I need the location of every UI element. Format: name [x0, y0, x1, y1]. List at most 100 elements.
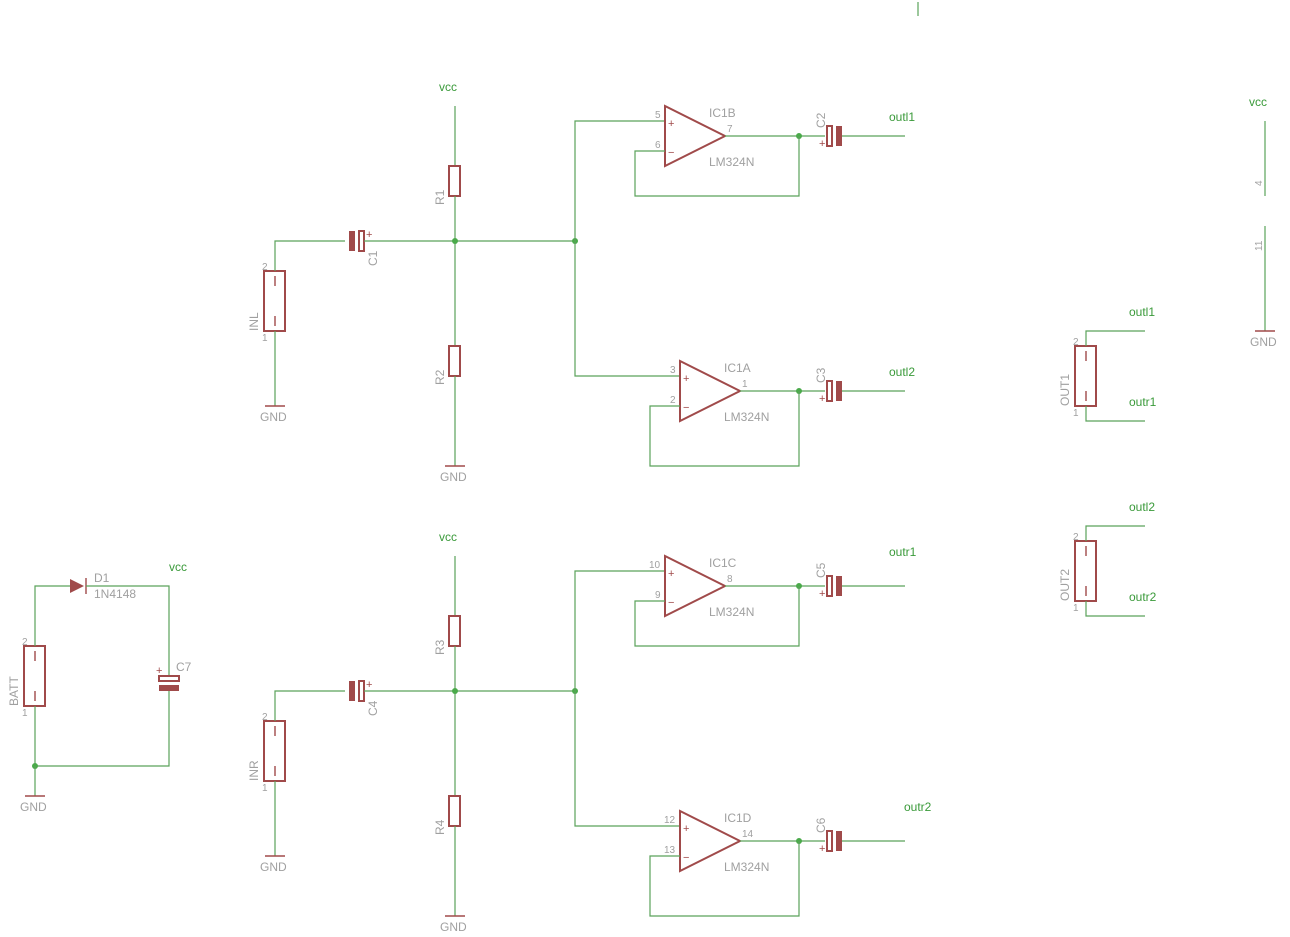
output-connectors: 2 1 OUT1 outl1 outr1 2 1 OUT2 outl2 outr… — [1058, 305, 1157, 617]
opamp-ic1a[interactable] — [679, 359, 743, 423]
capacitor-c6[interactable] — [836, 831, 842, 851]
input-plus: + — [668, 568, 674, 580]
junction-dot — [452, 688, 458, 694]
pin-number: 1 — [262, 333, 268, 344]
capacitor-c3[interactable] — [836, 381, 842, 401]
capacitor-c7-plate — [158, 675, 180, 682]
capacitor-c1[interactable] — [349, 231, 355, 251]
pin-number: 1 — [262, 783, 268, 794]
wire — [1085, 406, 1145, 422]
r3-label: R3 — [433, 639, 447, 655]
ic1b-ref: IC1B — [709, 106, 736, 120]
input-plus: + — [668, 118, 674, 130]
gnd-label: GND — [260, 860, 287, 874]
d1-ref: D1 — [94, 571, 110, 585]
gnd-label: GND — [20, 800, 47, 814]
polarity-plus: + — [156, 665, 162, 677]
opamp-ic1c[interactable] — [664, 554, 728, 618]
r2-label: R2 — [433, 369, 447, 385]
net-outr1: outr1 — [889, 545, 917, 559]
wire — [649, 391, 800, 467]
vcc-label: vcc — [439, 80, 457, 94]
capacitor-c5-plate — [826, 575, 833, 597]
net-outr2: outr2 — [1129, 590, 1157, 604]
wire — [274, 690, 345, 721]
vcc-label: vcc — [169, 560, 187, 574]
c6-label: C6 — [814, 817, 828, 833]
r1-label: R1 — [433, 189, 447, 205]
input-minus: − — [668, 147, 674, 159]
capacitor-c4-plate — [358, 680, 365, 702]
net-outl2: outl2 — [1129, 500, 1155, 514]
vcc-label: vcc — [1249, 95, 1267, 109]
pin-number: 1 — [1073, 408, 1079, 419]
c7-label: C7 — [176, 660, 192, 674]
pin-number: 9 — [655, 590, 661, 601]
out1-label: OUT1 — [1058, 374, 1072, 406]
resistor-r4[interactable] — [448, 795, 461, 827]
polarity-plus: + — [819, 393, 825, 405]
battery-section: 2 1 BATT D1 1N4148 vcc + C7 GND — [7, 560, 192, 814]
c2-label: C2 — [814, 112, 828, 128]
pin-number: 7 — [727, 124, 733, 135]
pin-number: 1 — [22, 708, 28, 719]
pin-number: 2 — [262, 262, 268, 273]
wire — [1085, 601, 1145, 617]
inr-label: INR — [247, 760, 261, 781]
pin-number: 3 — [670, 365, 676, 376]
pin-number: 10 — [649, 560, 661, 571]
polarity-plus: + — [366, 229, 372, 241]
input-minus: − — [683, 852, 689, 864]
wire — [574, 241, 680, 377]
capacitor-c6-plate — [826, 830, 833, 852]
pin-number: 5 — [655, 110, 661, 121]
capacitor-c2-plate — [826, 125, 833, 147]
capacitor-c5[interactable] — [836, 576, 842, 596]
ic1d-value: LM324N — [724, 860, 769, 874]
net-outr1: outr1 — [1129, 395, 1157, 409]
gnd-label: GND — [260, 410, 287, 424]
resistor-r2[interactable] — [448, 345, 461, 377]
batt-label: BATT — [7, 676, 21, 706]
diode-d1[interactable] — [70, 579, 84, 593]
polarity-plus: + — [819, 588, 825, 600]
r4-label: R4 — [433, 819, 447, 835]
input-plus: + — [683, 373, 689, 385]
wire — [634, 586, 800, 647]
capacitor-c7[interactable] — [159, 685, 179, 691]
opamp-ic1b[interactable] — [664, 104, 728, 168]
capacitor-c2[interactable] — [836, 126, 842, 146]
pin-number: 2 — [22, 637, 28, 648]
wire — [274, 240, 345, 271]
c4-label: C4 — [366, 700, 380, 716]
resistor-r1[interactable] — [448, 165, 461, 197]
wire — [86, 585, 170, 676]
c3-label: C3 — [814, 367, 828, 383]
capacitor-c1-plate — [358, 230, 365, 252]
polarity-plus: + — [819, 138, 825, 150]
input-minus: − — [668, 597, 674, 609]
pin-number: 8 — [727, 574, 733, 585]
ic1b-value: LM324N — [709, 155, 754, 169]
gnd-label: GND — [1250, 335, 1277, 349]
pin-number: 12 — [664, 815, 676, 826]
c5-label: C5 — [814, 562, 828, 578]
opamp-ic1d[interactable] — [679, 809, 743, 873]
wire — [574, 691, 680, 827]
wire — [574, 120, 665, 241]
gnd-label: GND — [440, 470, 467, 484]
right-channel: vcc R3 R4 GND 2 1 INR GND + C4 + − — [247, 530, 932, 934]
gnd-label: GND — [440, 920, 467, 934]
pin-number: 2 — [1073, 337, 1079, 348]
ic1c-value: LM324N — [709, 605, 754, 619]
wire — [634, 136, 800, 197]
polarity-plus: + — [819, 843, 825, 855]
pin-number: 14 — [742, 829, 754, 840]
net-outl1: outl1 — [1129, 305, 1155, 319]
wire — [1085, 330, 1145, 346]
capacitor-c4[interactable] — [349, 681, 355, 701]
resistor-r3[interactable] — [448, 615, 461, 647]
ic1a-value: LM324N — [724, 410, 769, 424]
d1-value: 1N4148 — [94, 587, 136, 601]
